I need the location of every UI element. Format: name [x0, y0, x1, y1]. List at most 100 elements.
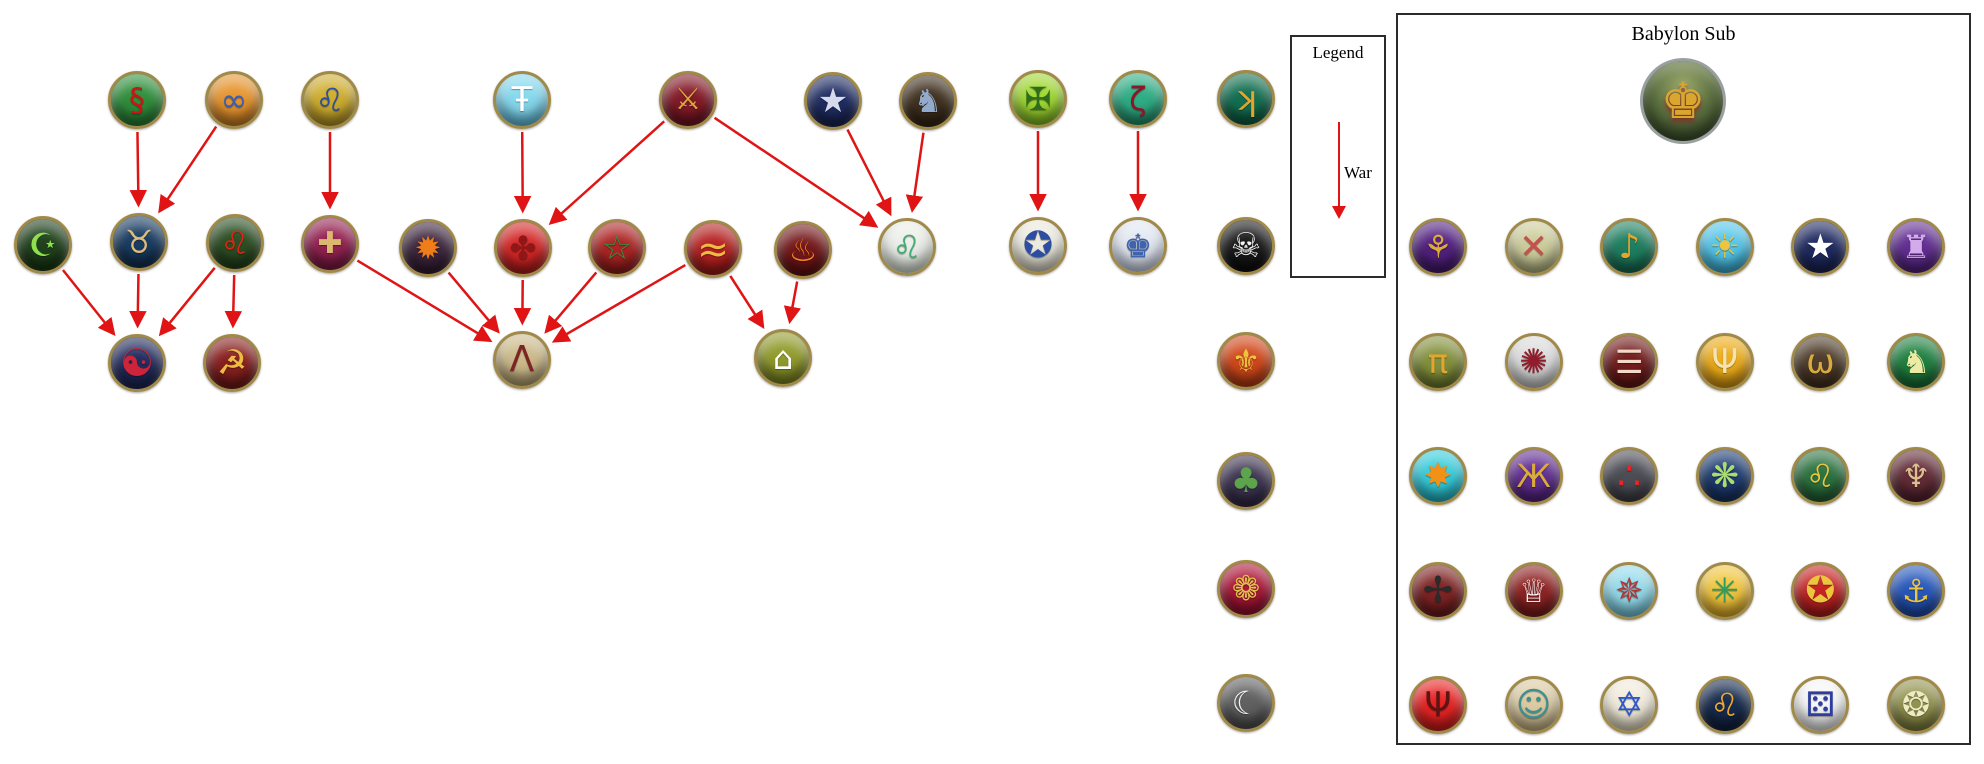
icon-glyph: ★: [817, 81, 849, 121]
civ-icon-three-red-dots: ∴: [1600, 447, 1659, 505]
war-arrow-sample: [1338, 122, 1340, 206]
war-arrowhead-sample: [1332, 206, 1346, 219]
civ-icon-canada-inukshuk: Ŧ: [493, 71, 551, 129]
war-arrow-navy-star-to-jade-lion: [846, 128, 892, 217]
icon-glyph: §: [129, 81, 145, 119]
civ-icon-navy-star: ★: [804, 72, 862, 130]
civ-icon-tamga-trident: ♆: [1887, 447, 1945, 505]
icon-glyph: ♪: [1618, 227, 1641, 267]
civ-icon-ireland-harp: ♪: [1600, 218, 1659, 276]
icon-glyph: ♜: [1901, 228, 1931, 266]
icon-glyph: ♌: [892, 228, 922, 266]
civ-icon-orange-horn: ∞: [205, 71, 263, 129]
civ-icon-sparta-lambda: Λ: [493, 331, 551, 389]
leader-crown-glyph: ♚: [1660, 72, 1706, 130]
icon-glyph: Λ: [509, 339, 535, 380]
icon-glyph: ♞: [913, 82, 943, 120]
icon-glyph: ✕: [1519, 227, 1548, 267]
legend-box: Legend War: [1290, 35, 1386, 278]
civ-icon-wales-dragon: §: [108, 71, 166, 129]
civ-icon-portugal-quinas: ⚄: [1791, 676, 1850, 734]
civ-icon-red-sunburst: ✺: [1504, 332, 1563, 391]
icon-glyph: Ŧ: [511, 80, 533, 120]
civ-icon-gold-lion-passant: ♌: [1791, 447, 1850, 505]
icon-glyph: ☾: [1231, 684, 1261, 722]
civ-icon-rome-laurel-wreath: ⚘: [1409, 218, 1467, 276]
icon-glyph: ♌: [1806, 457, 1835, 495]
icon-glyph: ∴: [1617, 454, 1642, 498]
civ-icon-argentina-sun: ☀: [1695, 218, 1754, 276]
icon-glyph: ★: [1805, 227, 1836, 267]
war-arrow-huns-swirl-to-sparta-lambda: [551, 263, 686, 343]
icon-glyph: ✪: [1022, 225, 1054, 266]
icon-glyph: ☺: [1515, 685, 1552, 725]
icon-glyph: ω: [1806, 341, 1835, 382]
icon-glyph: ☪: [28, 226, 58, 264]
babylon-leader-portrait: ♚: [1640, 58, 1726, 144]
icon-glyph: ✚: [317, 226, 343, 261]
war-arrow-canada-inukshuk-to-canada-maple-leaves: [513, 131, 532, 214]
icon-glyph: Ψ: [1711, 341, 1739, 382]
civ-icon-star-badge: ✪: [1009, 217, 1067, 275]
icon-glyph: ☠: [1230, 226, 1262, 266]
civ-icon-tiki-mask: ☺: [1504, 676, 1563, 734]
civ-icon-green-elephant: ♞: [1887, 332, 1945, 391]
civ-icon-sri-lanka-lion: ⚔: [659, 71, 717, 129]
icon-glyph: ☰: [1614, 342, 1644, 381]
civ-icon-teal-dragon: ζ: [1109, 70, 1167, 128]
icon-glyph: ♚: [1123, 227, 1153, 265]
war-arrow-ethiopia-lion-to-soviet-hammer-sickle: [224, 274, 243, 329]
icon-glyph: ✤: [509, 229, 537, 267]
war-arrow-boar-to-korea-taegeuk: [129, 273, 147, 329]
civ-icon-ethiopia-lion: ♌: [206, 214, 264, 272]
icon-glyph: ✡: [1614, 685, 1644, 725]
icon-glyph: ☆: [601, 228, 633, 268]
civ-icon-islam-crescent: ☪: [14, 216, 72, 274]
civ-icon-peacock: ❋: [1695, 447, 1754, 505]
icon-glyph: ∞: [220, 81, 248, 119]
civ-icon-polish-eagle: Ψ: [1409, 676, 1467, 734]
civ-icon-jade-lion: ♌: [878, 218, 936, 276]
icon-glyph: ✳: [1710, 570, 1740, 611]
civ-icon-white-star-navy: ★: [1791, 218, 1850, 276]
icon-glyph: Ж: [1516, 457, 1551, 495]
icon-glyph: ☯: [119, 341, 155, 385]
civ-icon-red-star-flower: ✵: [1600, 561, 1659, 620]
civ-icon-black-swastika: ✢: [1409, 561, 1467, 620]
icon-glyph: ⚓: [1901, 571, 1931, 610]
civ-icon-sun-mask: ✹: [399, 219, 457, 277]
icon-glyph: ☀: [1709, 227, 1741, 267]
war-arrow-sri-lanka-lion-to-jade-lion: [713, 116, 879, 228]
icon-glyph: ☭: [216, 343, 248, 383]
icon-glyph: ≈: [697, 227, 729, 271]
civ-icon-canada-maple-leaves: ✤: [494, 219, 552, 277]
civ-icon-morocco-pentagram: ☆: [588, 219, 646, 277]
babylon-sub-panel: Babylon Sub: [1396, 13, 1971, 745]
civ-icon-shiva-lingam: ♜: [1887, 218, 1945, 276]
icon-glyph: ✵: [1614, 570, 1644, 611]
war-arrow-orange-horn-to-boar: [158, 125, 218, 214]
icon-glyph: π: [1427, 341, 1449, 382]
icon-glyph: ♌: [1710, 686, 1740, 724]
icon-glyph: ✸: [1423, 456, 1453, 496]
icon-glyph: ♆: [1901, 457, 1931, 495]
icon-glyph: ❁: [1231, 569, 1261, 609]
civ-icon-hawaii-kahili: ⚜: [1217, 332, 1275, 390]
icon-glyph: ✢: [1422, 569, 1454, 611]
icon-glyph: ♌: [315, 81, 345, 119]
civ-icon-green-octagram: ✳: [1695, 561, 1754, 620]
civ-icon-olive-sun: ❂: [1887, 676, 1945, 734]
war-arrow-huns-swirl-to-mosque-shrine: [729, 275, 765, 329]
legend-war-label: War: [1344, 163, 1372, 182]
civ-icon-mosque-shrine: ⌂: [754, 329, 812, 387]
icon-glyph: ⚔: [674, 82, 702, 117]
war-arrow-mongolia-horse-to-jade-lion: [905, 132, 925, 213]
icon-glyph: ♌: [220, 224, 250, 262]
civ-icon-norway-lion: ♌: [1695, 676, 1754, 734]
icon-glyph: ⚘: [1423, 228, 1453, 266]
war-arrow-sun-mask-to-sparta-lambda: [447, 271, 500, 334]
icon-glyph: ✹: [414, 229, 442, 267]
war-arrow-islam-crescent-to-korea-taegeuk: [61, 269, 116, 337]
